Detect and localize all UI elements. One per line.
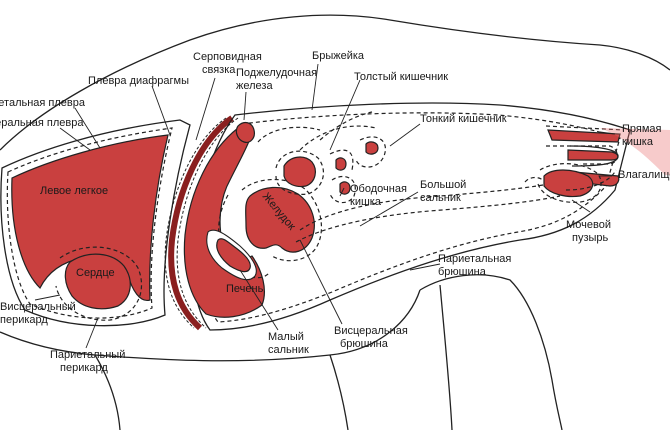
label-visceral-pericardium-1: Висцеральный [0, 301, 76, 313]
left-lung-shape [11, 134, 169, 301]
label-visceral-peritoneum-2: брюшина [340, 338, 389, 350]
leader-lines [34, 63, 616, 349]
label-pleura-diaphragm: Плевра диафрагмы [88, 75, 189, 87]
label-liver: Печень [226, 283, 264, 295]
body-silhouette [0, 14, 670, 430]
label-heart: Сердце [76, 267, 115, 279]
label-colon-2: кишка [350, 196, 382, 208]
label-visceral-pericardium-2: перикард [0, 314, 48, 326]
label-falciform-1: Серповидная [193, 51, 262, 63]
label-left-lung: Левое легкое [40, 185, 108, 197]
label-lesser-omentum-2: сальник [268, 344, 309, 356]
label-rectum-2: кишка [622, 136, 654, 148]
diaphragm [164, 115, 239, 331]
label-colon-1: Ободочная [350, 183, 407, 195]
bladder-shape [543, 169, 594, 198]
label-parietal-pleura: Париетальная плевра [0, 97, 86, 109]
label-parietal-pericardium-1: Париетальный [50, 349, 125, 361]
label-pancreas-1: Поджелудочная [236, 67, 317, 79]
pelvic-organs [537, 125, 670, 203]
label-rectum-1: Прямая [622, 123, 662, 135]
heart-shape [64, 253, 131, 310]
label-falciform-2: связка [202, 64, 236, 76]
label-parietal-peritoneum-1: Париетальная [438, 253, 511, 265]
label-small-intestine: Тонкий кишечник [420, 113, 507, 125]
label-vagina: Влагалище [618, 169, 670, 181]
label-parietal-pericardium-2: перикард [60, 362, 108, 374]
label-visceral-pleura: Висцеральная плевра [0, 117, 84, 129]
thorax-membranes [0, 119, 191, 327]
label-visceral-peritoneum-1: Висцеральная [334, 325, 408, 337]
label-lesser-omentum-1: Малый [268, 331, 304, 343]
label-parietal-peritoneum-2: брюшина [438, 266, 487, 278]
label-greater-omentum-2: сальник [420, 192, 461, 204]
label-pancreas-2: железа [236, 80, 273, 92]
label-large-intestine: Толстый кишечник [354, 71, 448, 83]
label-bladder-1: Мочевой [566, 219, 611, 231]
pancreas-shape [235, 121, 255, 143]
label-bladder-2: пузырь [572, 232, 609, 244]
label-mesentery: Брыжейка [312, 50, 365, 62]
label-greater-omentum-1: Большой [420, 179, 466, 191]
